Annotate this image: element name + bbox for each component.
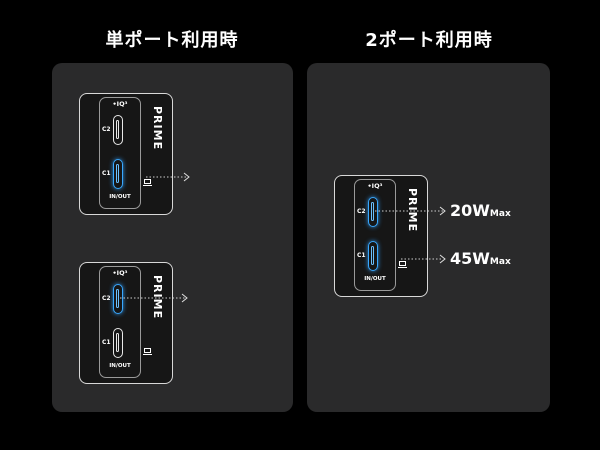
max-suffix: Max: [489, 257, 511, 267]
connector-lines: [120, 172, 190, 303]
port-c2-label: C2: [102, 126, 111, 133]
connector-lines: [375, 206, 446, 264]
port-c1-label: C1: [102, 339, 111, 346]
port-c2-active: [113, 284, 123, 314]
iq-logo: •IQ³: [367, 182, 383, 190]
heading-dual-port: 2ポート利用時: [365, 30, 493, 51]
inout-label: IN/OUT: [109, 194, 131, 200]
arrow-right-icon: [439, 254, 446, 264]
dual-port-panel: •IQ³ C2 C1 IN/OUT PRIME 20WMax 45WMax: [307, 63, 550, 412]
charger-c1-active: •IQ³ C2 C1 IN/OUT PRIME: [79, 93, 173, 215]
charger-face: •IQ³ C2 C1 IN/OUT: [99, 97, 141, 209]
laptop-icon: [143, 179, 152, 186]
laptop-icon: [398, 261, 407, 268]
output-c2-value: 20WMax: [450, 201, 511, 220]
arrow-right-icon: [183, 172, 190, 182]
arrow-right-icon: [181, 293, 188, 303]
port-c1-active: [113, 159, 123, 189]
port-c2-active: [368, 197, 378, 227]
charger-face: •IQ³ C2 C1 IN/OUT: [99, 266, 141, 378]
iq-logo: •IQ³: [112, 100, 128, 108]
port-c1-label: C1: [102, 170, 111, 177]
port-c1-label: C1: [357, 252, 366, 259]
inout-label: IN/OUT: [109, 363, 131, 369]
laptop-icon: [143, 348, 152, 355]
port-c2: [113, 115, 123, 145]
max-suffix: Max: [489, 209, 511, 219]
port-c1-active: [368, 241, 378, 271]
iq-logo: •IQ³: [112, 269, 128, 277]
port-c2-label: C2: [357, 208, 366, 215]
charger-both-active: •IQ³ C2 C1 IN/OUT PRIME: [334, 175, 428, 297]
arrow-right-icon: [439, 206, 446, 216]
single-port-panel: •IQ³ C2 C1 IN/OUT PRIME •IQ³ C2 C1 IN/OU…: [52, 63, 293, 412]
charger-face: •IQ³ C2 C1 IN/OUT: [354, 179, 396, 291]
port-c1: [113, 328, 123, 358]
port-c2-label: C2: [102, 295, 111, 302]
inout-label: IN/OUT: [364, 276, 386, 282]
heading-single-port: 単ポート利用時: [105, 30, 239, 51]
charger-c2-active: •IQ³ C2 C1 IN/OUT PRIME: [79, 262, 173, 384]
output-c1-value: 45WMax: [450, 249, 511, 268]
